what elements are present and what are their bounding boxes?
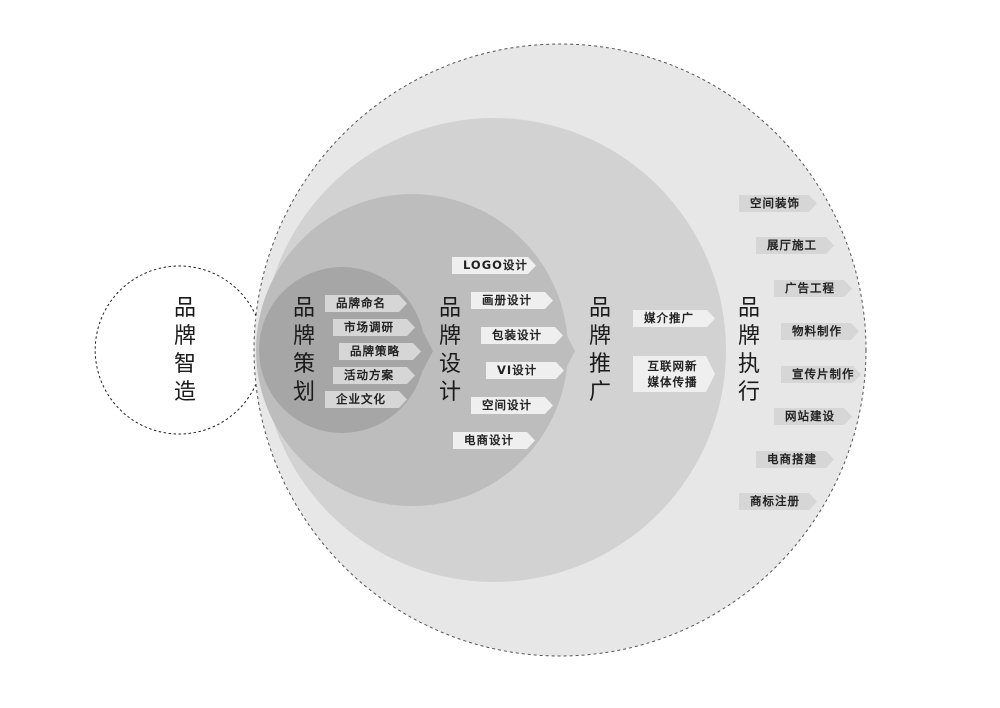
planning-item: 企业文化 <box>325 391 407 408</box>
design-item: LOGO设计 <box>452 257 536 274</box>
execution-item: 商标注册 <box>739 493 817 510</box>
promotion-title: 品 牌 推 广 <box>580 295 620 407</box>
promotion-char: 牌 <box>588 324 611 349</box>
planning-char: 牌 <box>292 324 315 349</box>
planning-item: 活动方案 <box>333 367 415 384</box>
promotion-char: 广 <box>588 380 611 405</box>
planning-to-design-arrow <box>421 328 433 374</box>
design-char: 品 <box>438 296 461 321</box>
promotion-char: 品 <box>588 296 611 321</box>
promotion-to-execution-arrow <box>714 328 726 374</box>
planning-item: 市场调研 <box>333 319 415 336</box>
planning-char: 品 <box>292 296 315 321</box>
planning-title: 品 牌 策 划 <box>284 295 324 407</box>
planning-char: 划 <box>292 380 315 405</box>
execution-char: 行 <box>737 380 760 405</box>
design-char: 设 <box>438 352 461 377</box>
execution-item: 网站建设 <box>774 408 852 425</box>
design-title: 品 牌 设 计 <box>430 295 470 407</box>
promotion-item-line: 媒体传播 <box>647 375 698 389</box>
root-char: 智 <box>173 352 196 377</box>
execution-char: 牌 <box>737 324 760 349</box>
execution-char: 品 <box>737 296 760 321</box>
execution-item: 物料制作 <box>781 323 859 340</box>
root-pointer-arrow <box>223 315 257 385</box>
execution-item: 空间装饰 <box>739 195 817 212</box>
design-item: 电商设计 <box>453 432 535 449</box>
planning-item: 品牌命名 <box>325 295 407 312</box>
promotion-char: 推 <box>588 352 611 377</box>
execution-char: 执 <box>737 352 760 377</box>
promotion-item-line: 互联网新 <box>647 359 698 373</box>
planning-char: 策 <box>292 352 315 377</box>
planning-item: 品牌策略 <box>339 343 421 360</box>
design-item: 包装设计 <box>481 327 563 344</box>
execution-item: 展厅施工 <box>756 237 834 254</box>
execution-item: 电商搭建 <box>756 451 834 468</box>
root-title: 品 牌 智 造 <box>165 295 205 407</box>
root-char: 牌 <box>173 324 196 349</box>
execution-item: 宣传片制作 <box>781 366 861 383</box>
design-char: 牌 <box>438 324 461 349</box>
design-char: 计 <box>438 380 461 405</box>
root-char: 品 <box>173 296 196 321</box>
design-item: 空间设计 <box>471 397 553 414</box>
root-char: 造 <box>173 380 196 405</box>
design-item: VI设计 <box>486 362 564 379</box>
execution-item: 广告工程 <box>774 280 852 297</box>
promotion-item: 媒介推广 <box>633 310 715 327</box>
design-item: 画册设计 <box>471 292 553 309</box>
design-to-promotion-arrow <box>563 328 575 374</box>
execution-title: 品 牌 执 行 <box>729 295 769 407</box>
promotion-item-multiline: 互联网新 媒体传播 <box>633 356 715 392</box>
